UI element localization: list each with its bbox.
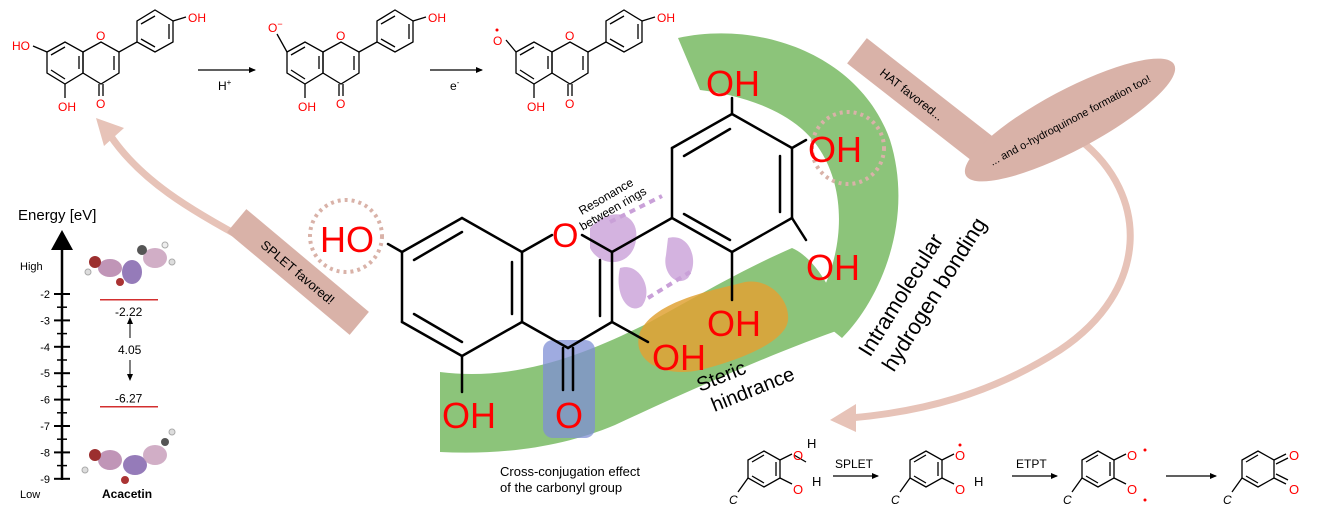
b1-h-top: H <box>807 436 816 451</box>
energy-axis-title: Energy [eV] <box>18 207 96 224</box>
m2-oh-bottom: OH <box>298 100 316 114</box>
b2-radical-dot <box>958 443 962 447</box>
m1-oh-top: OH <box>188 11 206 25</box>
top-molecule-3 <box>505 9 656 98</box>
resonance-dash-lower <box>646 270 692 300</box>
green-region-right <box>678 33 899 338</box>
b3-o-bottom: O <box>1127 482 1137 497</box>
m1-ho-left: HO <box>12 39 30 53</box>
m3-carbonyl-o: O <box>565 97 574 111</box>
hat-site-ring <box>810 110 886 186</box>
splet-curve-arrow <box>106 131 254 246</box>
energy-tick-label: -5 <box>40 368 50 380</box>
lumo-value: -2.22 <box>115 305 143 319</box>
b1-c-label: C <box>729 493 738 507</box>
b3-c-label: C <box>1063 493 1072 507</box>
homo-orbital-picture <box>81 428 176 484</box>
central-carbonyl-o: O <box>555 395 583 436</box>
central-ho-left: HO <box>320 219 374 260</box>
splet-site-ring <box>308 198 384 274</box>
b2-c-label: C <box>891 493 900 507</box>
central-oh-2p: OH <box>707 303 761 344</box>
energy-tick-label: -8 <box>40 447 50 459</box>
energy-tick-label: -3 <box>40 315 50 327</box>
resonance-dash-upper <box>609 194 663 224</box>
central-oh-3: OH <box>652 337 706 378</box>
energy-tick-label: -6 <box>40 395 50 407</box>
bottom-etpt-label: ETPT <box>1016 457 1047 471</box>
b4-o-top: O <box>1289 448 1299 463</box>
splet-banner <box>227 209 369 335</box>
m2-ring-o: O <box>336 29 345 43</box>
m3-o-radical: O <box>493 34 502 48</box>
central-oh-5: OH <box>442 395 496 436</box>
m3-radical-dot <box>495 28 499 32</box>
step1-label: H+ <box>218 78 232 93</box>
lumo-orbital-picture <box>84 241 176 286</box>
hat-curve-arrow <box>846 136 1134 422</box>
energy-tick-label: -2 <box>40 289 50 301</box>
energy-low-label: Low <box>20 489 40 501</box>
m2-carbonyl-o: O <box>336 97 345 111</box>
b1-o-bottom: O <box>793 482 803 497</box>
bottom-molecule-3 <box>1071 450 1127 493</box>
resonance-lobe-upper <box>590 214 637 263</box>
b4-o-bottom: O <box>1289 482 1299 497</box>
energy-ticks: -2 -3 -4 -5 -6 -7 -8 -9 <box>40 289 70 486</box>
m3-oh-bottom: OH <box>527 100 545 114</box>
cross-conjugation-line1: Cross-conjugation effect <box>500 464 640 479</box>
energy-axis-arrowhead <box>51 230 73 250</box>
b2-o-top: O <box>955 448 965 463</box>
step2-label: e- <box>450 78 460 93</box>
m1-oh-bottom: OH <box>58 100 76 114</box>
bottom-molecule-1 <box>737 450 807 493</box>
b1-o-top: O <box>793 448 803 463</box>
central-oh-3p: OH <box>806 247 860 288</box>
b2-o-bottom: O <box>955 482 965 497</box>
m3-ring-o: O <box>565 29 574 43</box>
b3-radical-dot-bottom <box>1143 498 1147 502</box>
b4-c-label: C <box>1223 493 1232 507</box>
bottom-splet-label: SPLET <box>835 457 874 471</box>
steric-highlight <box>638 281 789 373</box>
resonance-lobe-middle <box>665 237 694 282</box>
b2-h: H <box>974 474 983 489</box>
cross-conjugation-line2: of the carbonyl group <box>500 480 622 495</box>
homo-value: -6.27 <box>115 392 143 406</box>
b3-o-top: O <box>1127 448 1137 463</box>
resonance-lobe-lower <box>618 267 647 309</box>
m1-ring-o: O <box>96 29 105 43</box>
m3-oh-top: OH <box>657 11 675 25</box>
hat-banner <box>847 38 993 162</box>
b3-radical-dot-top <box>1143 448 1147 452</box>
hat-arrowhead <box>830 404 856 432</box>
central-ring-o: O <box>552 217 578 255</box>
bottom-molecule-4 <box>1231 450 1289 493</box>
hydroquinone-banner <box>964 58 1176 182</box>
energy-tick-label: -9 <box>40 474 50 486</box>
m2-o-minus: O− <box>268 19 283 35</box>
bottom-molecule-2 <box>899 450 955 493</box>
b1-h-bottom: H <box>812 474 821 489</box>
top-molecule-1 <box>32 9 187 98</box>
energy-tick-label: -4 <box>40 342 50 354</box>
gap-value: 4.05 <box>118 343 142 357</box>
m1-carbonyl-o: O <box>96 97 105 111</box>
central-molecule-bonds <box>386 96 808 394</box>
top-molecule-2 <box>276 9 427 98</box>
molecule-name: Acacetin <box>102 487 152 501</box>
carbonyl-highlight <box>543 340 595 438</box>
splet-arrowhead <box>96 118 124 146</box>
m2-oh-top: OH <box>428 11 446 25</box>
energy-high-label: High <box>20 261 43 273</box>
central-oh-4p: OH <box>808 129 862 170</box>
energy-tick-label: -7 <box>40 421 50 433</box>
central-oh-top: OH <box>706 63 760 104</box>
